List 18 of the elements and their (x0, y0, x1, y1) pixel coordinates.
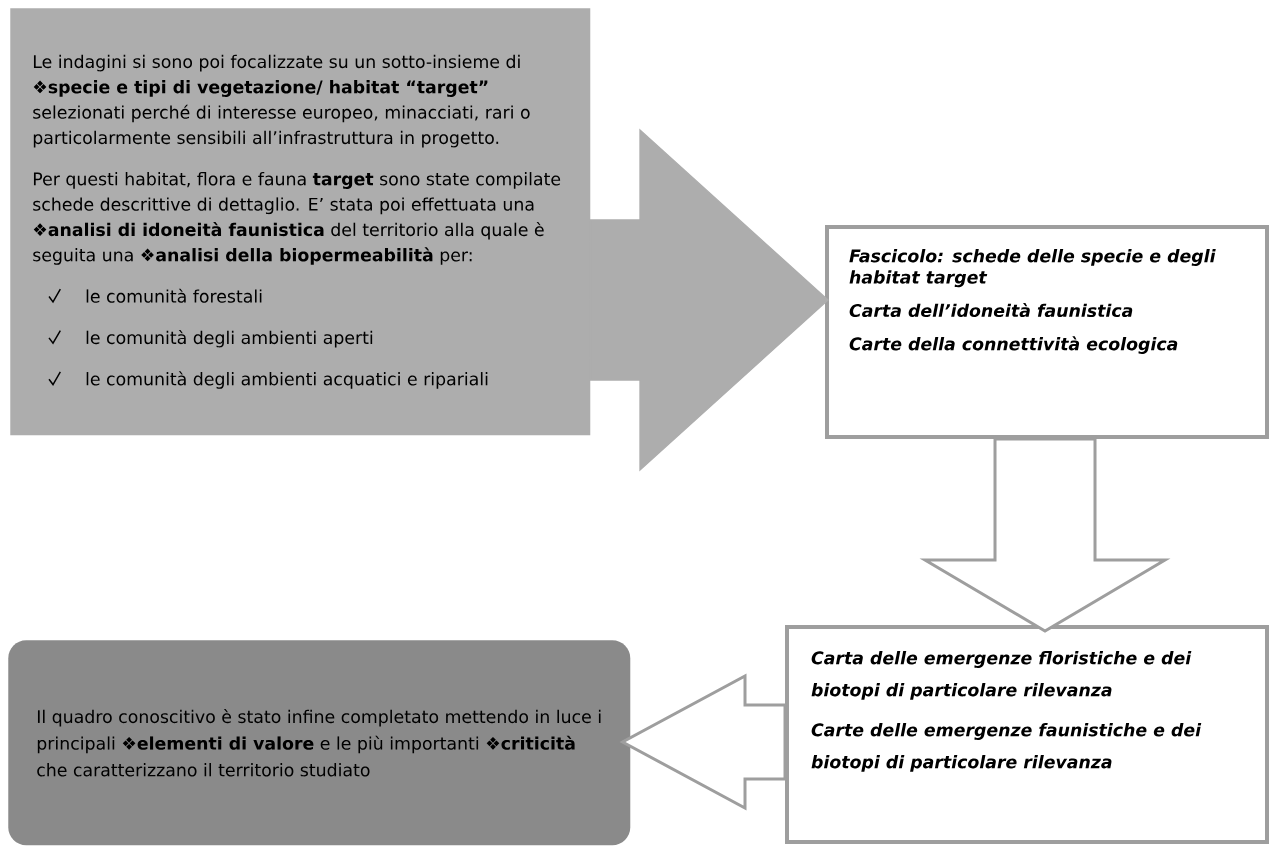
paragraph: Le indagini si sono poi focalizzate su un sotto-insieme di ❖specie e tipi di vegetazione/ habitat “target” selezionati perché di interesse europeo, minacciati, rari o particolarmente sensibili all’infrastruttura in progetto. (33, 54, 530, 148)
output-box (785, 625, 1269, 844)
text-panel (10, 8, 591, 436)
list-item: le comunità degli ambienti acquatici e ripariali (86, 371, 488, 389)
output-item: Carte della connettività ecologica (849, 336, 1178, 354)
output-item: Carte delle emergenze faunistiche e dei biotopi di particolare rilevanza (811, 723, 1202, 772)
summary-box (8, 640, 631, 846)
output-item: Carta delle emergenze floristiche e dei biotopi di particolare rilevanza (811, 651, 1192, 700)
block-arrow (589, 128, 829, 472)
list-item: le comunità forestali (86, 288, 262, 303)
output-item: Fascicolo: schede delle specie e degli habitat target (849, 249, 1216, 288)
paragraph: Per questi habitat, flora e fauna target sono state compilate schede descrittive di dettaglio. E’ stata poi effettuata una ❖analisi di idoneità faunistica del territorio alla quale è seguita una ❖analisi della biopermeabilità per: (33, 172, 561, 265)
output-item: Carta dell’idoneità faunistica (849, 303, 1133, 318)
paragraph: Il quadro conoscitivo è stato infine completato mettendo in luce i principali ❖elementi di valore e le più importanti ❖criticità che caratterizzano il territorio studiato (37, 709, 601, 777)
list-item: le comunità degli ambienti aperti (86, 330, 373, 348)
block-arrow (919, 437, 1171, 633)
output-box (825, 225, 1269, 439)
block-arrow (619, 673, 787, 811)
